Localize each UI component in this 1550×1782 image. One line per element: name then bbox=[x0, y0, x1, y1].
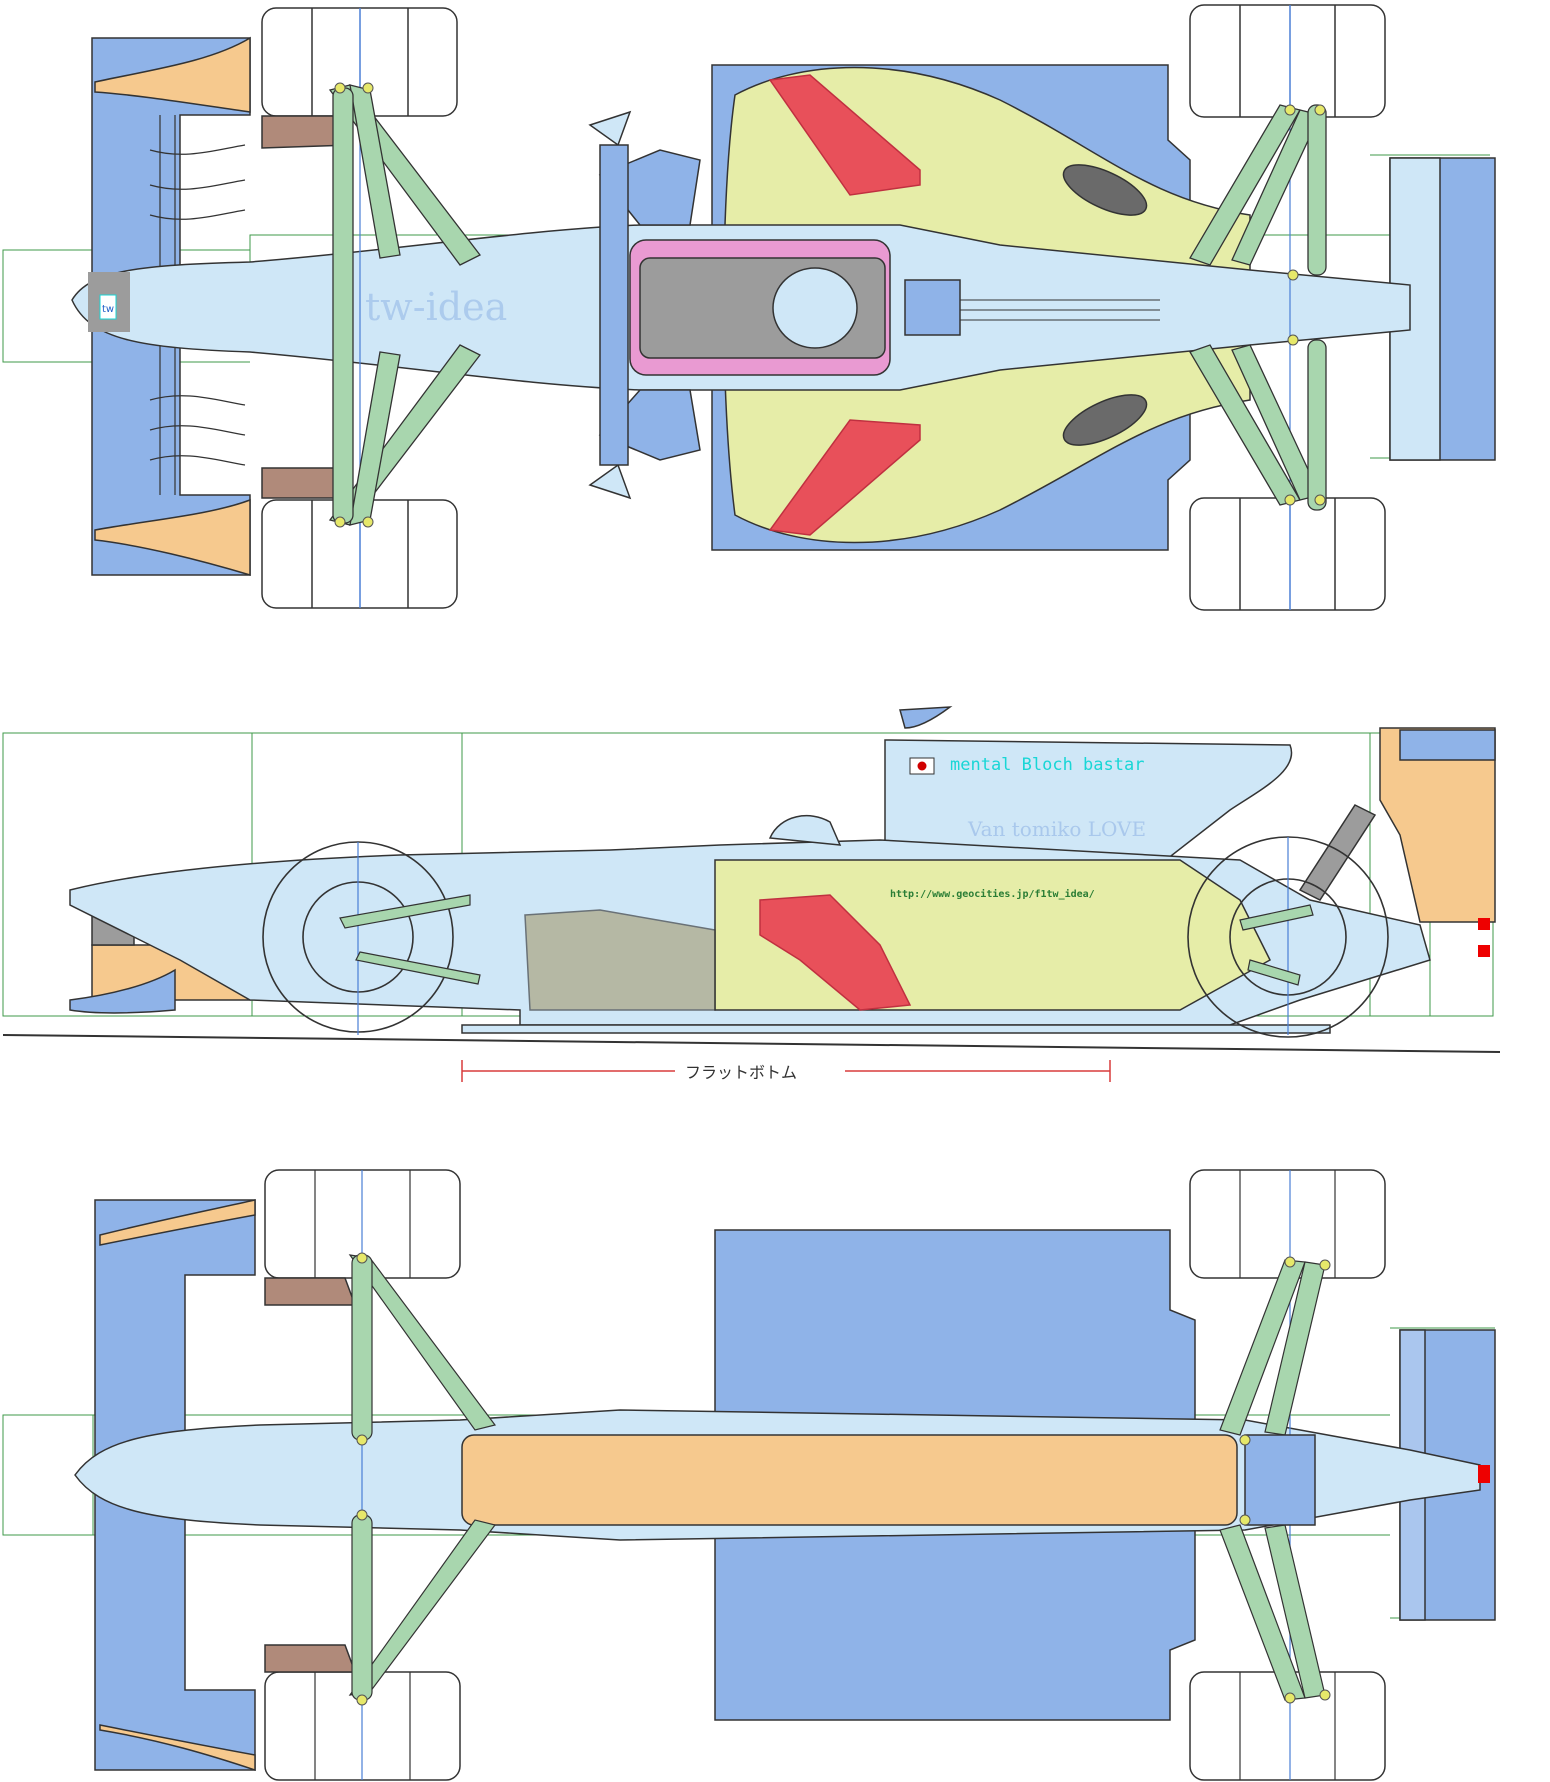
bottom-plank bbox=[461, 1434, 1238, 1526]
top-front-wing-endplate-lower bbox=[94, 498, 251, 577]
side-label-main: mental Bloch bastar bbox=[950, 755, 1144, 775]
top-front-wing-endplate-upper bbox=[94, 36, 251, 113]
top-rear-tire-lower bbox=[1189, 497, 1386, 611]
side-roll-hoop bbox=[899, 706, 953, 729]
top-nose-badge: tw bbox=[102, 304, 114, 315]
top-mirror-lower bbox=[588, 463, 632, 500]
top-watermark: tw-idea bbox=[365, 285, 507, 329]
top-duct-upper bbox=[768, 74, 921, 196]
top-mirror-upper bbox=[588, 110, 632, 147]
top-exhausts bbox=[1062, 164, 1148, 446]
flat-bottom-label: フラットボトム bbox=[685, 1063, 797, 1082]
top-rear-tire-upper bbox=[1189, 4, 1386, 118]
bottom-suspension bbox=[348, 1254, 1326, 1701]
side-ground-line bbox=[2, 1034, 1501, 1053]
side-engine-cover bbox=[884, 739, 1293, 881]
bottom-view bbox=[2, 1169, 1496, 1781]
side-view bbox=[2, 706, 1501, 1053]
top-front-tire-upper bbox=[261, 7, 458, 117]
flat-bottom-dimension bbox=[461, 1060, 1111, 1082]
top-duct-lower bbox=[768, 419, 921, 536]
top-rear-suspension bbox=[1189, 104, 1327, 511]
side-rear-wing bbox=[1379, 727, 1496, 923]
top-mount-points bbox=[334, 82, 1326, 528]
top-driver-helmet bbox=[772, 267, 858, 349]
side-label-sub: Van tomiko LOVE bbox=[967, 817, 1146, 841]
side-red-duct bbox=[759, 894, 912, 1011]
top-front-suspension bbox=[328, 84, 481, 526]
side-url: http://www.geocities.jp/f1tw_idea/ bbox=[890, 888, 1095, 900]
japan-flag-icon bbox=[909, 757, 935, 775]
top-view bbox=[2, 4, 1496, 611]
